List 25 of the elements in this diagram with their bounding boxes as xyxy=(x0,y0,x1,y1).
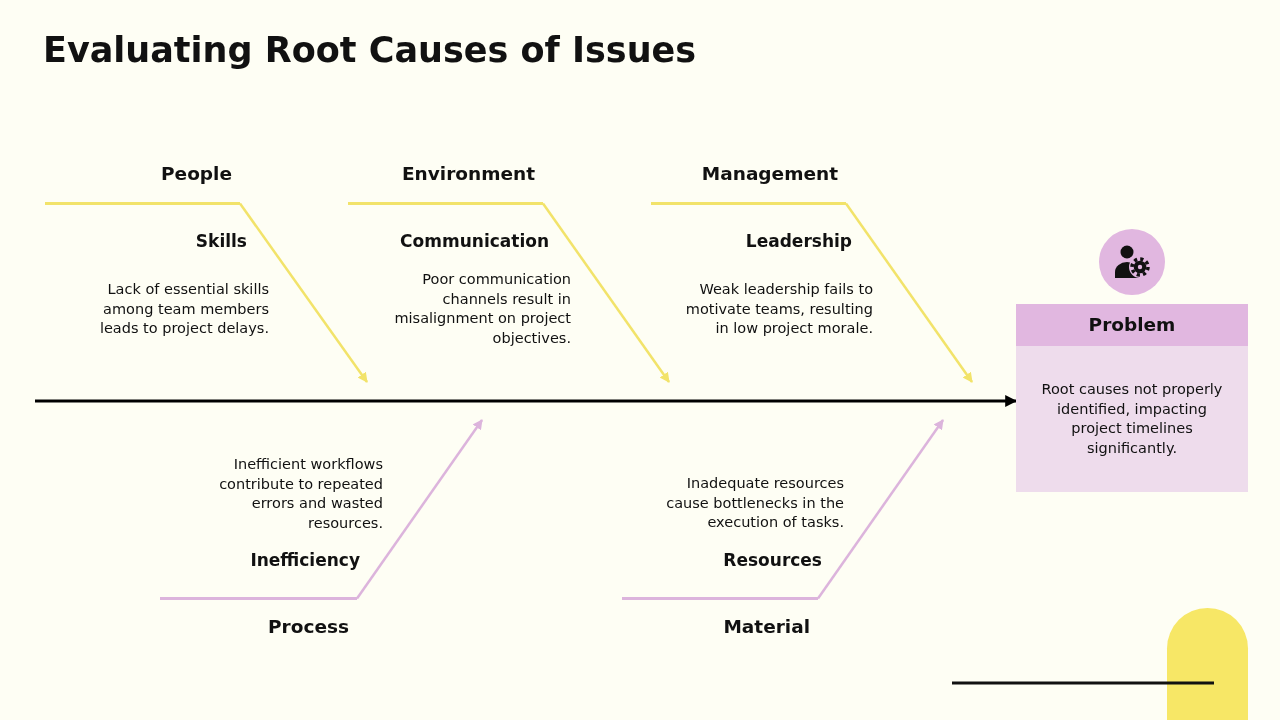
card-text: Root causes not properly identified, impacting project timelines significantly. xyxy=(1040,380,1224,458)
description-text: Poor communication channels result in misalignment on project objectives. xyxy=(393,270,571,348)
arrow xyxy=(844,202,974,383)
subheading: Skills xyxy=(195,230,247,253)
category-heading: Environment xyxy=(348,160,543,205)
arrow xyxy=(541,202,671,383)
arrow xyxy=(355,419,484,600)
card-heading: Problem xyxy=(1016,304,1248,346)
arrow xyxy=(35,395,1018,407)
description-text: Lack of essential skills among team members leads to project delays. xyxy=(98,280,269,338)
arrow xyxy=(239,202,368,383)
category-heading: Process xyxy=(160,597,357,640)
description-text: Inadequate resources cause bottlenecks in the execution of tasks. xyxy=(665,474,844,532)
description-text: Weak leadership fails to motivate teams, resulting in low project morale. xyxy=(684,280,873,338)
arrow xyxy=(816,419,945,600)
problem-card xyxy=(1016,304,1248,492)
category-heading: Material xyxy=(622,597,818,640)
subheading: Inefficiency xyxy=(250,549,360,572)
description-text: Inefficient workflows contribute to repeated errors and wasted resources. xyxy=(218,455,383,533)
title: Evaluating Root Causes of Issues xyxy=(43,29,697,72)
subheading: Communication xyxy=(400,230,549,253)
subheading: Resources xyxy=(723,549,822,572)
category-heading: People xyxy=(45,160,240,205)
subheading: Leadership xyxy=(745,230,852,253)
category-heading: Management xyxy=(651,160,846,205)
